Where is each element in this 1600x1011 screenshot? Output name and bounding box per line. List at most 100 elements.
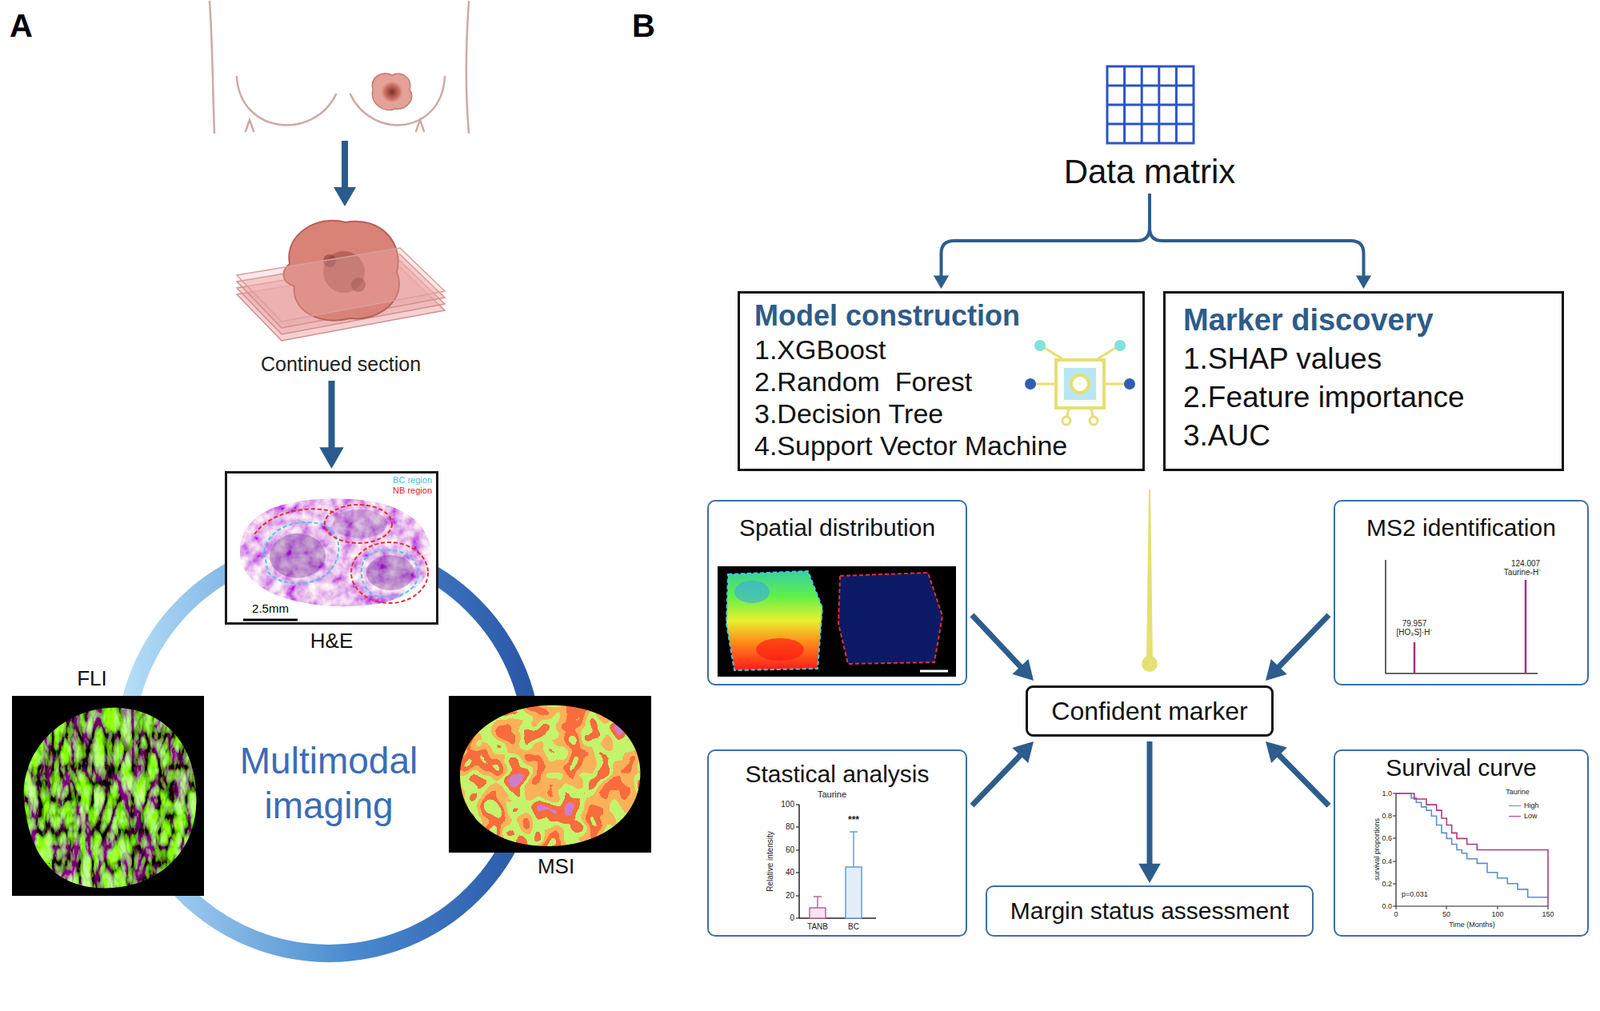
figure-label: p=0.031: [1401, 890, 1428, 899]
bar-chart: [796, 804, 876, 919]
figure-label: 0.4: [1381, 857, 1392, 866]
legend-item: Low: [1508, 812, 1538, 820]
figure-label: [HO₃S]·H⁻: [1396, 628, 1433, 638]
connector-line: [328, 380, 336, 452]
node-item: 1.SHAP values: [1183, 340, 1544, 379]
evidence-box: Survival curve: [1333, 749, 1589, 937]
arrow-head: [933, 276, 949, 289]
connector-line: [941, 193, 1151, 279]
figure-label: 80: [785, 822, 795, 832]
node-item: 2.Random Forest: [754, 365, 1128, 398]
flow-arrow: [341, 140, 348, 189]
figure-label: 0.8: [1381, 812, 1392, 820]
pointer-line: [1141, 489, 1158, 672]
arrow-head: [333, 187, 356, 207]
figure-label: 2.5mm: [250, 601, 291, 616]
arrow-head: [319, 447, 344, 469]
figure-label: 100: [780, 800, 795, 810]
figure-label: ***: [848, 815, 860, 827]
node-title: Model construction: [754, 298, 1128, 334]
grid-icon: [1107, 66, 1194, 144]
node-title: Margin status assessment: [1010, 897, 1289, 925]
result-box: Margin status assessment: [985, 885, 1314, 937]
connector-line: [972, 752, 1024, 806]
node-item: 1.XGBoost: [754, 333, 1128, 366]
tissue-sections: [236, 220, 445, 341]
node-title: MS2 identification: [1335, 514, 1588, 542]
tumor: [372, 73, 412, 111]
connector-arrow: [1265, 741, 1329, 806]
connector-arrow: [319, 380, 344, 469]
legend-line: [1508, 805, 1521, 807]
node-title: FLI: [76, 666, 108, 692]
node-title: Confident marker: [1051, 696, 1248, 727]
image-panel: MSI: [448, 696, 652, 853]
node-title: Data matrix: [1064, 153, 1236, 191]
evidence-box: MS2 identification: [1333, 500, 1589, 686]
figure-label: B: [632, 7, 656, 44]
connector-line: [972, 615, 1024, 670]
figure-label: TANB: [807, 922, 828, 932]
node-title: Marker discovery: [1183, 300, 1544, 340]
node-title: Spatial distribution: [708, 514, 966, 542]
msi-image: [448, 696, 652, 853]
figure-label: Relative intensity: [765, 831, 776, 892]
legend-text: High: [1524, 801, 1540, 810]
figure-label: Taurine: [1505, 788, 1530, 796]
legend-text: Low: [1524, 812, 1538, 820]
evidence-box: Stastical analysis: [707, 749, 968, 937]
figure-label: BC region: [392, 475, 432, 486]
node-title: Stastical analysis: [708, 760, 966, 788]
connector-arrow: [1138, 741, 1161, 884]
figure-label: BC: [848, 922, 860, 932]
body-outline: [209, 1, 469, 133]
ms2-spectrum: [1385, 560, 1538, 674]
connector-line: [1149, 193, 1364, 279]
figure-label: NB region: [392, 485, 432, 496]
legend-item: High: [1508, 801, 1540, 810]
method-box: Marker discovery1.SHAP values2.Feature i…: [1163, 291, 1564, 472]
arrow-head: [1012, 659, 1034, 681]
caption-node: Continued section: [232, 204, 449, 376]
figure-label: 0: [789, 913, 795, 924]
node-title: Continued section: [260, 352, 421, 376]
figure-label: 79.957: [1402, 619, 1428, 629]
node-item: 3.AUC: [1183, 416, 1544, 456]
figure-label: Time (Months): [1448, 920, 1496, 929]
figure-label: 100: [1491, 910, 1504, 919]
node-title: MSI: [537, 854, 575, 880]
connector-arrow: [972, 741, 1034, 806]
fli-image: [12, 696, 204, 896]
figure-label: A: [9, 7, 33, 44]
spatial-image: [717, 566, 956, 677]
marker-box: Confident marker: [1025, 685, 1274, 737]
arrow-head: [1265, 659, 1288, 681]
arrow-head: [1012, 741, 1034, 764]
figure-label: 0.2: [1381, 880, 1392, 888]
method-box: Model construction1.XGBoost2.Random Fore…: [737, 291, 1145, 472]
figure-label: Taurine: [817, 789, 847, 800]
arrow-head: [1265, 741, 1288, 764]
arrow-head: [1356, 276, 1372, 289]
figure-label: 124.007: [1511, 559, 1540, 569]
chip-icon: [1024, 340, 1136, 425]
connector-arrow: [972, 615, 1034, 681]
figure-label: 60: [785, 845, 795, 856]
data-node: Data matrix: [1040, 62, 1260, 191]
figure-label: Multimodal imaging: [212, 738, 445, 828]
figure-label: survival proportions: [1372, 818, 1381, 881]
image-panel: FLI: [12, 696, 204, 896]
connector-line: [1276, 752, 1329, 806]
figure-label: 20: [785, 891, 795, 901]
survival-chart: [1392, 793, 1548, 910]
figure-label: 40: [785, 868, 795, 878]
figure-label: Taurine-H⁻: [1504, 568, 1541, 578]
figure-label: 0.0: [1381, 902, 1392, 911]
connector-arrow: [1149, 193, 1372, 289]
arrow-head: [1138, 864, 1161, 884]
node-title: H&E: [227, 628, 436, 654]
figure-label: 150: [1541, 910, 1554, 919]
connector-arrow: [933, 193, 1150, 289]
